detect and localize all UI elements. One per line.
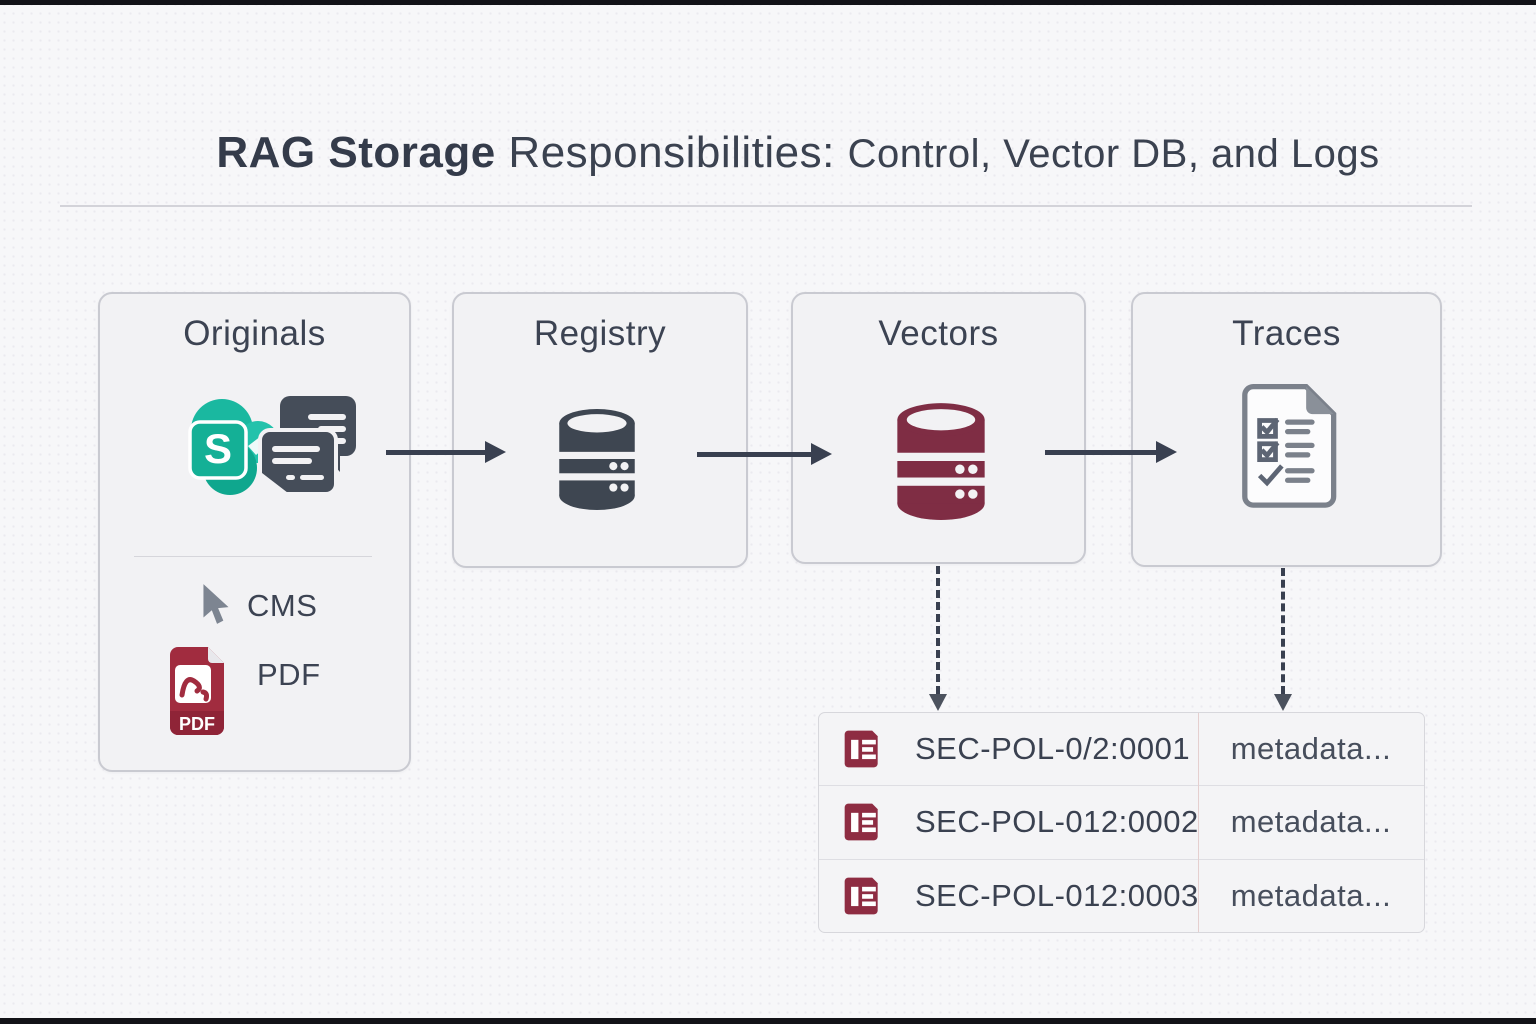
record-id: SEC-POL-012:0002 [915, 804, 1199, 840]
documents-icon [258, 396, 356, 496]
arrow-registry-to-vectors [697, 443, 832, 465]
node-originals-label: Originals [183, 314, 326, 353]
record-id-cell: SEC-POL-012:0003 [819, 874, 1198, 918]
record-id: SEC-POL-0/2:0001 [915, 731, 1191, 767]
title-emphasis: RAG Storage [216, 128, 496, 177]
cursor-icon [203, 584, 229, 624]
policy-doc-icon [844, 730, 878, 768]
bottom-edge-bar [0, 1018, 1536, 1024]
record-id-cell: SEC-POL-0/2:0001 [819, 727, 1198, 771]
record-metadata: metadata... [1230, 731, 1392, 767]
originals-divider [134, 556, 372, 557]
arrow-vectors-to-traces [1045, 441, 1177, 463]
records-table: SEC-POL-0/2:0001 metadata... SEC-POL-012… [818, 712, 1425, 933]
top-edge-bar [0, 0, 1536, 5]
node-originals: Originals [98, 292, 411, 772]
title-mid: Responsibilities: [495, 128, 848, 177]
dashed-arrow-vectors-to-table [929, 566, 947, 711]
checklist-doc-icon [1242, 384, 1337, 508]
policy-doc-icon [844, 877, 878, 915]
table-row: SEC-POL-012:0003 metadata... [819, 860, 1424, 932]
sharepoint-and-documents-icon: S [188, 396, 356, 496]
source-label-cms: CMS [247, 588, 318, 623]
dashed-arrow-traces-to-table [1274, 568, 1292, 711]
table-column-divider [1198, 713, 1199, 932]
pdf-file-icon: PDF [170, 647, 224, 735]
node-traces-label: Traces [1232, 314, 1341, 353]
node-vectors-label: Vectors [878, 314, 999, 353]
policy-doc-icon [844, 804, 878, 841]
database-icon [557, 409, 637, 510]
table-row: SEC-POL-012:0002 metadata... [819, 786, 1424, 860]
node-registry: Registry [452, 292, 748, 568]
node-registry-label: Registry [533, 314, 667, 353]
record-metadata: metadata... [1230, 804, 1392, 840]
sharepoint-letter: S [204, 425, 232, 472]
record-id: SEC-POL-012:0003 [915, 877, 1199, 913]
page-title: RAG Storage Responsibilities: Control, V… [60, 128, 1536, 178]
arrow-originals-to-registry [386, 441, 506, 463]
pdf-badge-text: PDF [179, 714, 215, 734]
table-row: SEC-POL-0/2:0001 metadata... [819, 713, 1424, 787]
title-tail: Control, Vector DB, and Logs [847, 132, 1380, 176]
title-divider [60, 205, 1472, 207]
vector-database-icon [894, 403, 988, 520]
record-metadata: metadata... [1230, 877, 1392, 913]
record-id-cell: SEC-POL-012:0002 [819, 800, 1198, 844]
source-label-pdf: PDF [257, 657, 321, 692]
